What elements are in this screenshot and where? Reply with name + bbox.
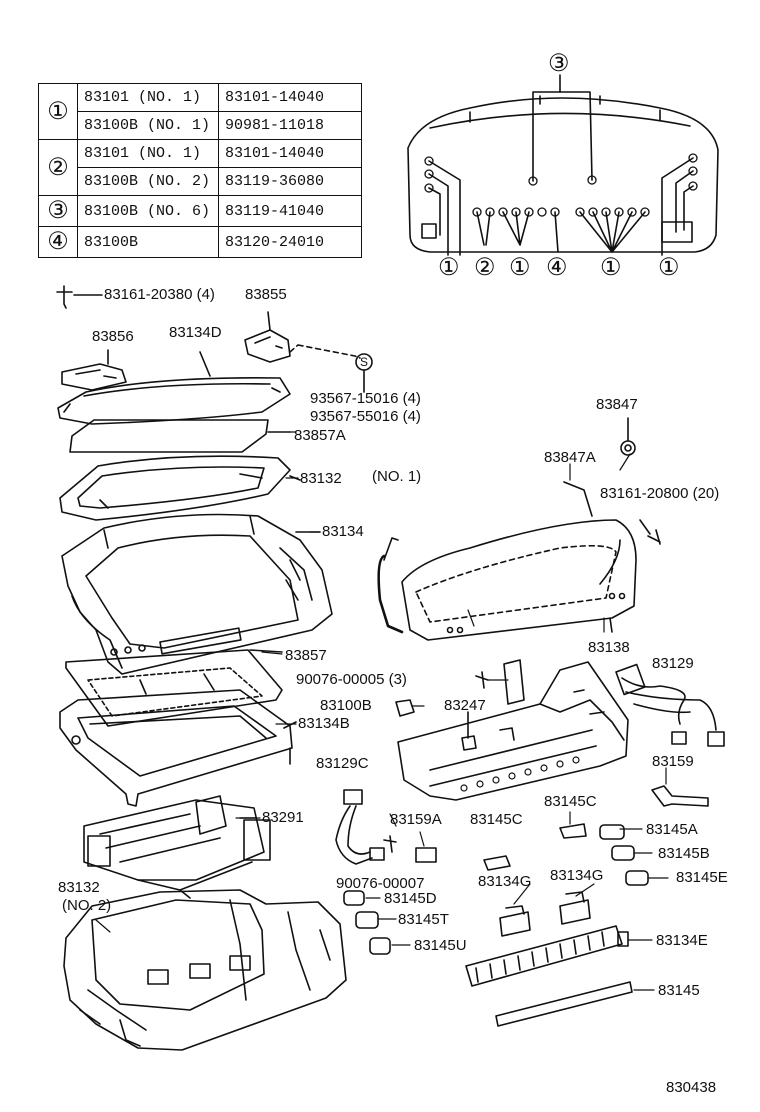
clip-83159a: [415, 847, 437, 863]
part-label: 83134G: [478, 873, 532, 890]
legend-catalog-number: 83120-24010: [218, 226, 362, 258]
sensor-83159: [651, 785, 709, 807]
part-label: 83855: [245, 286, 287, 303]
part-label: 83145U: [414, 937, 467, 954]
circuit-board-83291: [83, 795, 271, 899]
part-label: (NO. 2): [62, 897, 112, 914]
part-label: 83145D: [384, 890, 437, 907]
part-label: 83856: [92, 328, 134, 345]
part-label: 83129: [652, 655, 694, 672]
legend-part-number: 83101 (NO. 1): [77, 139, 219, 168]
part-label: 83161-20800 (20): [600, 485, 720, 502]
callout-number: ①: [509, 254, 531, 281]
legend-catalog-number: 83119-36080: [218, 167, 362, 196]
legend-row: ④ 83100B 83120-24010: [38, 226, 362, 258]
nut-83847: [620, 440, 636, 456]
part-label: 83145A: [646, 821, 698, 838]
legend-part-number: 83101 (NO. 1): [77, 83, 219, 112]
legend-part-number: 83100B (NO. 6): [77, 195, 219, 227]
plate-83857a: [69, 419, 269, 453]
part-label: 83134D: [169, 324, 222, 341]
callout-number: ①: [438, 254, 460, 281]
part-label: 83145B: [658, 845, 710, 862]
part-label: 83291: [262, 809, 304, 826]
legend-catalog-number: 90981-11018: [218, 111, 362, 140]
part-label: 83145C: [544, 793, 597, 810]
legend-callout-number: ④: [38, 226, 78, 258]
rear-case-83138: [377, 481, 637, 641]
part-label: 83161-20380 (4): [104, 286, 215, 303]
callout-number: ②: [474, 254, 496, 281]
part-label: 83145C: [470, 811, 523, 828]
plate-83145: [495, 981, 633, 1027]
wire-83129c: [335, 789, 385, 865]
legend-catalog-number: 83119-41040: [218, 195, 362, 227]
bracket-83247: [397, 659, 629, 801]
lens-83134d: [57, 351, 291, 425]
callout-number: ③: [548, 50, 570, 77]
legend-table: ① 83101 (NO. 1) 83101-14040 83100B (NO. …: [38, 83, 362, 258]
part-label: 93567-15016 (4): [310, 390, 421, 407]
part-label: 83132: [300, 470, 342, 487]
part-label: 83847A: [544, 449, 596, 466]
part-label: 83247: [444, 697, 486, 714]
legend-catalog-number: 83101-14040: [218, 139, 362, 168]
legend-row: 83100B (NO. 1) 90981-11018: [39, 111, 362, 140]
plate-83857: [65, 649, 283, 727]
part-label: 90076-00005 (3): [296, 671, 407, 688]
frame-83132-no1: [59, 455, 301, 521]
legend-part-number: 83100B: [77, 226, 219, 258]
part-label: 83857: [285, 647, 327, 664]
legend-row: ② 83101 (NO. 1) 83101-14040: [38, 139, 362, 196]
wire-harness-83129: [615, 663, 725, 747]
cluster-rear-view: [407, 74, 719, 256]
part-label: S: [360, 355, 369, 369]
part-label: 83129C: [316, 755, 369, 772]
part-label: 83134: [322, 523, 364, 540]
rubber-pads: [343, 823, 649, 955]
part-label: 83134G: [550, 867, 604, 884]
part-label: 83145T: [398, 911, 449, 928]
figure-number: 830438: [666, 1079, 717, 1096]
tray-83134b: [59, 689, 297, 807]
legend-row: ① 83101 (NO. 1) 83101-14040: [38, 83, 362, 140]
lamp-strip-83134e: [465, 925, 629, 987]
legend-part-number: 83100B (NO. 1): [77, 111, 219, 140]
holder-83134g: [499, 905, 531, 937]
legend-part-number: 83100B (NO. 2): [77, 167, 219, 196]
part-label: 83145: [658, 982, 700, 999]
housing-83132-no2: [63, 889, 347, 1051]
leader-lines: [95, 431, 669, 991]
legend-callout-number: ①: [38, 83, 78, 140]
housing-83134: [61, 513, 333, 675]
part-label: 83134B: [298, 715, 350, 732]
part-label: 83145E: [676, 869, 728, 886]
part-label: 83857A: [294, 427, 346, 444]
callout-number: ①: [658, 254, 680, 281]
part-label: 83132: [58, 879, 100, 896]
part-label: 93567-55016 (4): [310, 408, 421, 425]
legend-row: ③ 83100B (NO. 6) 83119-41040: [38, 195, 362, 227]
part-label: 83138: [588, 639, 630, 656]
callout-number: ④: [546, 254, 568, 281]
part-label: 83134E: [656, 932, 708, 949]
screw-bracket-group: [56, 285, 373, 393]
part-label: 90076-00007: [336, 875, 425, 892]
part-label: 83100B: [320, 697, 372, 714]
bulb-83100b: [395, 699, 415, 717]
legend-row: 83100B (NO. 2) 83119-36080: [39, 167, 362, 196]
part-label: 83159A: [390, 811, 442, 828]
part-label: 83159: [652, 753, 694, 770]
callout-number: ①: [600, 254, 622, 281]
bracket-83856: [61, 363, 127, 391]
bulb-socket-row: [424, 153, 698, 217]
part-label: 83847: [596, 396, 638, 413]
part-label: (NO. 1): [372, 468, 422, 485]
